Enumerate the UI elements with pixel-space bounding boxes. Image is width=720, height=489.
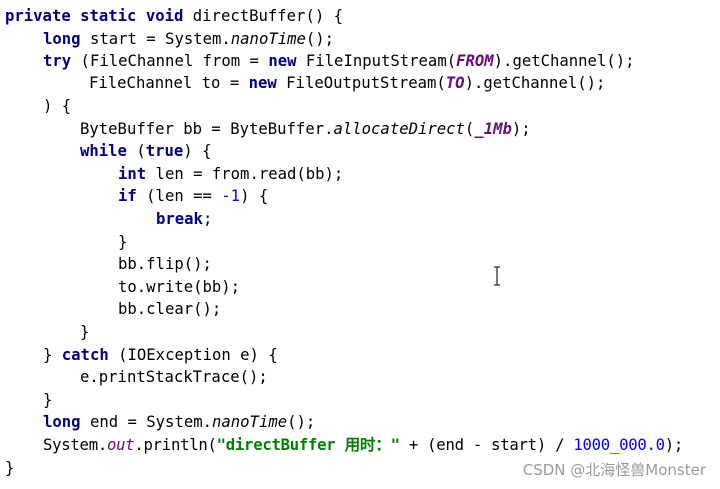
code-text: (); <box>305 30 335 48</box>
static-method-call: allocateDirect <box>333 120 465 138</box>
code-text: } <box>43 346 62 364</box>
number-literal: 1000_000.0 <box>573 436 665 454</box>
keyword: true <box>145 142 184 160</box>
code-line-15: } <box>80 321 89 343</box>
code-line-17: e.printStackTrace(); <box>80 366 268 388</box>
code-line-3: try (FileChannel from = new FileInputStr… <box>43 50 635 72</box>
code-line-6: ByteBuffer bb = ByteBuffer.allocateDirec… <box>80 118 531 140</box>
code-text: FileChannel to = <box>89 74 249 92</box>
number-literal: -1 <box>221 187 241 205</box>
watermark: CSDN @北海怪兽Monster <box>522 461 706 479</box>
code-text: .println( <box>134 436 217 454</box>
code-line-14: bb.clear(); <box>118 298 221 320</box>
code-text: (IOException e) { <box>108 346 278 364</box>
code-text: ) { <box>183 142 212 160</box>
code-line-11: } <box>118 231 127 253</box>
keyword: if <box>118 187 137 205</box>
code-text: ( <box>126 142 146 160</box>
code-line-9: if (len == -1) { <box>118 185 268 207</box>
code-text: System. <box>43 436 107 454</box>
code-text: ).getChannel(); <box>493 52 635 70</box>
code-line-20: System.out.println("directBuffer 用时：" + … <box>43 434 683 456</box>
code-line-1: private static void directBuffer() { <box>5 5 343 27</box>
code-text: ); <box>664 436 684 454</box>
code-text: ByteBuffer bb = ByteBuffer. <box>80 120 334 138</box>
code-text: ( <box>464 120 475 138</box>
code-text: bb.flip(); <box>118 255 212 273</box>
code-text: (len == <box>136 187 222 205</box>
code-line-8: int len = from.read(bb); <box>118 163 343 185</box>
keyword: break <box>156 210 203 228</box>
code-line-4: FileChannel to = new FileOutputStream(TO… <box>89 72 605 94</box>
static-field: FROM <box>456 52 494 70</box>
code-text: } <box>5 459 15 477</box>
static-method-call: nanoTime <box>230 30 306 48</box>
keyword: private static void <box>5 7 184 25</box>
code-text: } <box>80 323 90 341</box>
code-line-13: to.write(bb); <box>118 276 240 298</box>
code-text: (FileChannel from = <box>71 52 269 70</box>
code-text: to.write(bb); <box>118 278 241 296</box>
static-method-call: nanoTime <box>212 413 288 431</box>
code-line-12: bb.flip(); <box>118 253 212 275</box>
code-text: (); <box>287 413 316 431</box>
code-text: FileOutputStream( <box>276 74 446 92</box>
code-text: len = from.read(bb); <box>146 165 344 183</box>
code-text: ; <box>202 210 213 228</box>
code-text: + (end - start) / <box>399 436 574 454</box>
code-text: ).getChannel(); <box>464 74 606 92</box>
keyword: long <box>43 30 81 48</box>
text-cursor-icon <box>494 266 500 286</box>
code-line-19: long end = System.nanoTime(); <box>43 411 315 433</box>
code-text: ) { <box>240 187 269 205</box>
code-text: } <box>118 233 128 251</box>
code-text: bb.clear(); <box>118 300 222 318</box>
keyword: catch <box>61 346 109 364</box>
keyword: long <box>43 413 81 431</box>
code-text: } <box>43 391 53 409</box>
keyword: new <box>268 52 297 70</box>
code-line-16: } catch (IOException e) { <box>43 344 278 366</box>
keyword: new <box>248 74 277 92</box>
code-line-7: while (true) { <box>80 140 211 162</box>
code-line-5: ) { <box>43 95 71 117</box>
code-text: end = System. <box>80 413 212 431</box>
code-line-21: } <box>5 457 14 479</box>
static-field: _1Mb <box>474 120 512 138</box>
string-literal: "directBuffer 用时：" <box>216 436 400 454</box>
keyword: int <box>118 165 147 183</box>
code-text: e.printStackTrace(); <box>80 368 268 386</box>
code-line-18: } <box>43 389 52 411</box>
code-line-10: break; <box>156 208 212 230</box>
static-field: TO <box>445 74 465 92</box>
code-text: FileInputStream( <box>296 52 457 70</box>
code-text: directBuffer() { <box>183 7 343 25</box>
code-text: ) { <box>43 97 72 115</box>
code-line-2: long start = System.nanoTime(); <box>43 28 334 50</box>
static-field: out <box>106 436 135 454</box>
keyword: while <box>80 142 127 160</box>
code-text: ); <box>511 120 531 138</box>
keyword: try <box>43 52 72 70</box>
code-text: start = System. <box>80 30 231 48</box>
